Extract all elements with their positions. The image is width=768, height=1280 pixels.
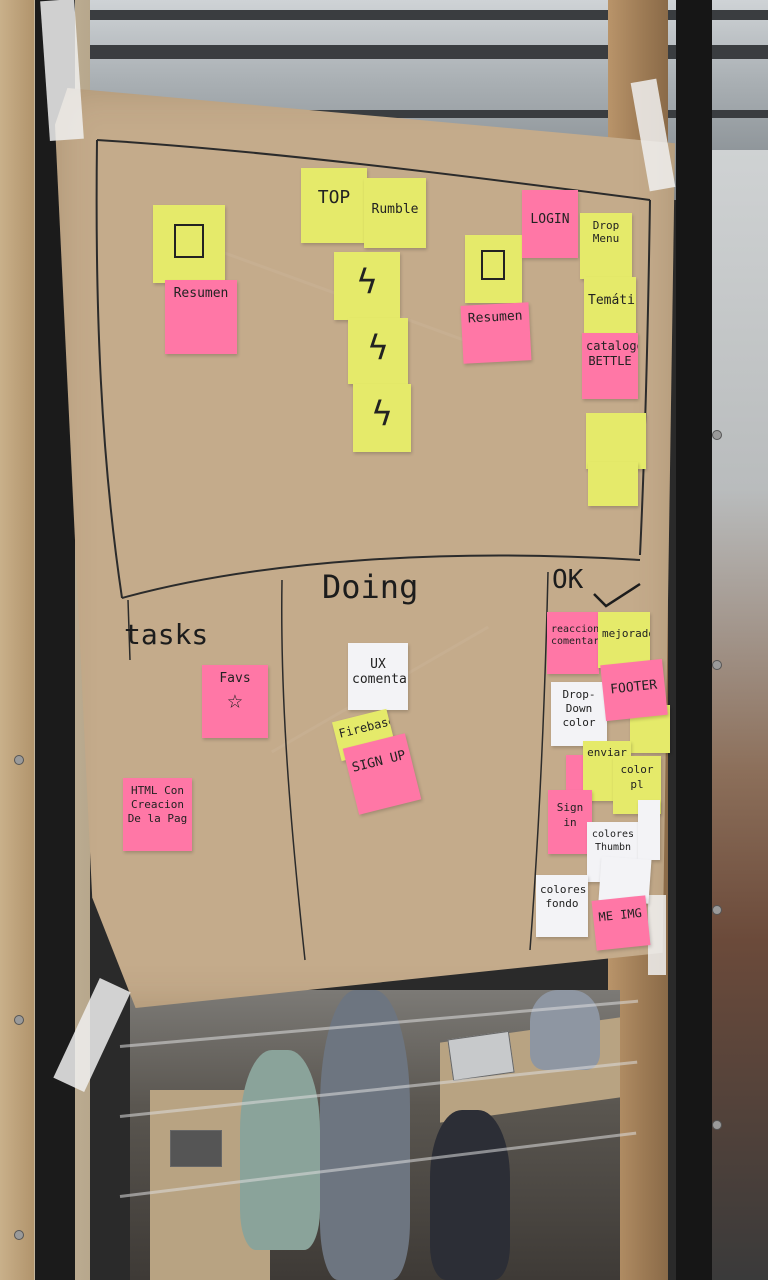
tasks-header: tasks — [124, 618, 209, 651]
lightning-icon: ϟ — [371, 394, 393, 434]
sticky-note-login: LOGIN — [522, 190, 578, 258]
sticky-note-ux-comentario: UX comentario — [348, 643, 408, 710]
wood-post-left — [0, 0, 34, 1280]
note-text: reaccion comentario — [551, 624, 599, 647]
sticky-note-favs: Favs ☆ — [202, 665, 268, 738]
note-text: Rumble — [371, 202, 419, 217]
sticky-note-me-img: ME IMG — [591, 895, 651, 951]
ceiling-beam — [0, 110, 768, 118]
workspace-behind-glass — [130, 990, 620, 1280]
laptop — [170, 1130, 222, 1167]
sticky-note-reaccion-comentario: reaccion comentario — [547, 612, 599, 674]
bolt — [14, 1230, 24, 1240]
note-text: mejorado — [602, 627, 650, 640]
square-icon — [174, 224, 204, 258]
sticky-note-drop-down-color: Drop-Down color — [551, 682, 607, 746]
sticky-note-html-creacion: HTML Con Creacion De la Pag — [123, 778, 192, 851]
sticky-note-blank-1 — [586, 413, 646, 469]
sticky-note-top: TOP — [301, 168, 367, 243]
note-text: UX comentario — [352, 657, 408, 687]
sticky-note-white-edge — [638, 800, 660, 860]
sticky-note-colores-fondo: colores fondo — [536, 875, 588, 937]
ceiling-beam — [0, 45, 768, 59]
note-text: ME IMG — [597, 905, 643, 925]
note-text: enviar — [587, 746, 627, 759]
sticky-note-lightning-3: ϟ — [353, 384, 411, 452]
bolt — [712, 1120, 722, 1130]
note-text: Drop Menu — [592, 219, 620, 245]
sticky-note-resumen-left: Resumen — [165, 280, 237, 354]
bolt — [14, 1015, 24, 1025]
sticky-note-square — [153, 205, 225, 283]
bolt — [712, 430, 722, 440]
note-text: colores Thumbn — [591, 829, 635, 853]
person — [530, 990, 600, 1070]
note-text: Resumen — [173, 286, 229, 301]
lightning-icon: ϟ — [367, 328, 389, 368]
person — [430, 1110, 510, 1280]
note-text: color pl — [620, 763, 654, 791]
adjacent-room — [705, 150, 768, 1280]
star-icon: ☆ — [227, 685, 243, 715]
note-text: TOP — [317, 187, 351, 208]
note-text: Resumen — [467, 308, 523, 327]
sticky-note-blank-2 — [588, 462, 638, 506]
sticky-note-catalogo: catalogo BETTLE — [582, 333, 638, 399]
lightning-icon: ϟ — [356, 262, 378, 302]
note-text: Drop-Down color — [562, 688, 596, 729]
bolt — [14, 755, 24, 765]
bolt — [712, 660, 722, 670]
note-text: HTML Con Creacion De la Pag — [127, 784, 188, 825]
bolt — [712, 905, 722, 915]
sticky-note-mejorado: mejorado — [598, 612, 650, 668]
person — [240, 1050, 320, 1250]
tape — [648, 895, 666, 975]
note-text: catalogo — [586, 339, 638, 353]
note-text: SIGN UP — [350, 747, 408, 776]
window-frame-right — [676, 0, 712, 1280]
sticky-note-lightning-1: ϟ — [334, 252, 400, 320]
sticky-note-dropmenu: Drop Menu — [580, 213, 632, 279]
note-text: colores fondo — [540, 883, 587, 910]
note-text: Sign in — [556, 801, 584, 829]
doing-header: Doing — [322, 568, 419, 606]
note-text: FOOTER — [609, 677, 658, 698]
ceiling-beam — [0, 10, 768, 20]
ok-header: OK — [552, 565, 584, 595]
sticky-note-rumble: Rumble — [364, 178, 426, 248]
sticky-note-lightning-2: ϟ — [348, 318, 408, 384]
sticky-note-sign-in: Sign in — [548, 790, 592, 854]
sticky-note-square-right — [465, 235, 522, 303]
person — [320, 990, 410, 1280]
sticky-note-footer: FOOTER — [600, 658, 668, 722]
sticky-note-resumen-right: Resumen — [460, 302, 532, 364]
note-text: BETTLE — [588, 354, 632, 368]
note-text: LOGIN — [530, 212, 570, 227]
note-text: Favs — [219, 671, 251, 686]
square-icon — [480, 250, 505, 280]
checkmark-icon — [593, 582, 641, 608]
